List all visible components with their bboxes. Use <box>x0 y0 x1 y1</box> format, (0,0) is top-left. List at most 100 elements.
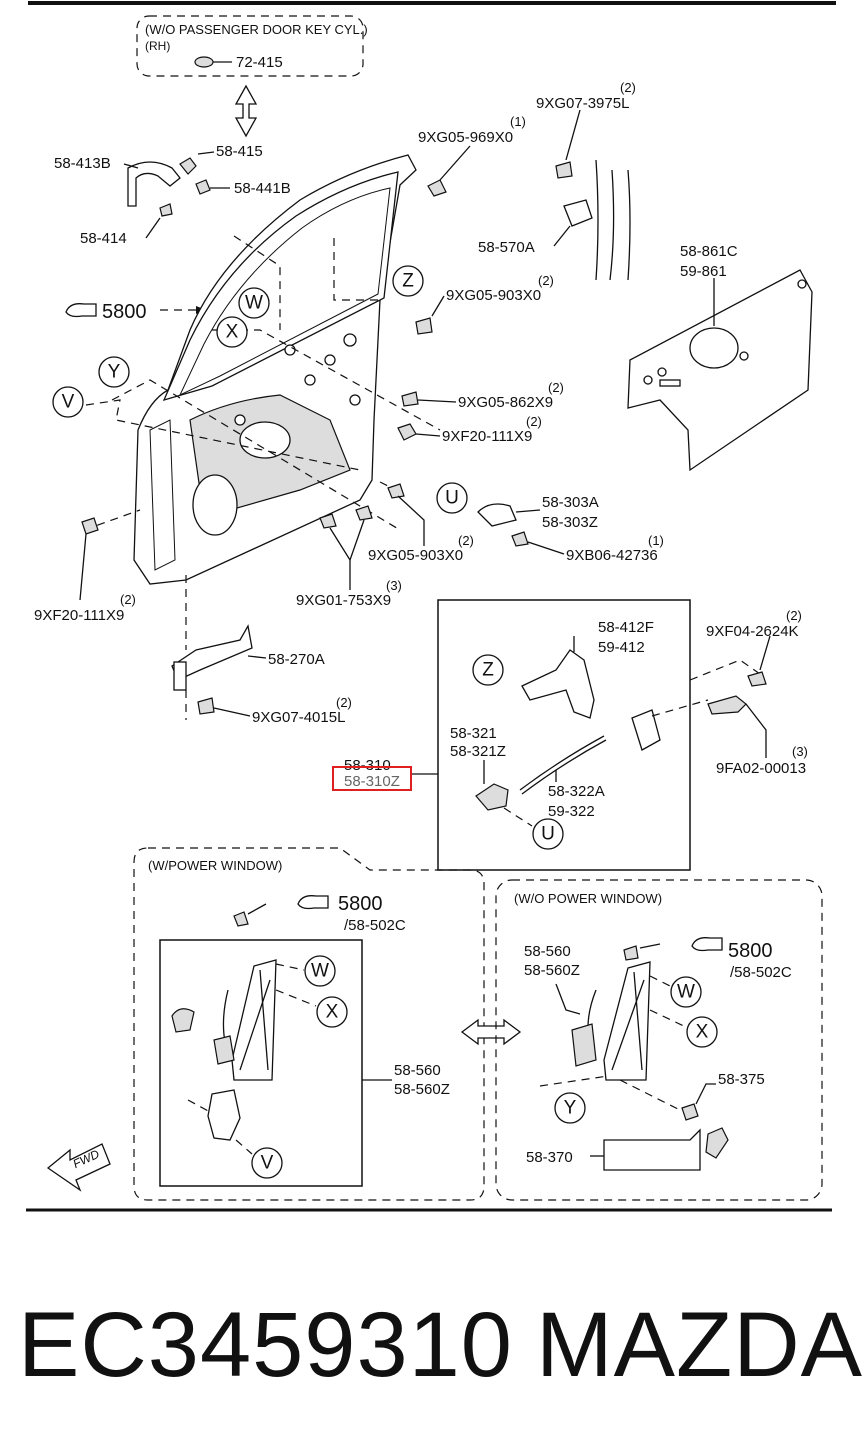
svg-text:Y: Y <box>108 362 121 383</box>
ring-X-npw: X <box>686 1016 718 1048</box>
no-power-window-title: (W/O POWER WINDOW) <box>514 891 662 906</box>
qty-862: (2) <box>548 380 564 395</box>
double-arrow-icon <box>234 84 258 138</box>
qty-3975: (2) <box>620 80 636 95</box>
fwd-arrow-icon: FWD <box>46 1143 111 1192</box>
handle-assembly <box>123 151 230 239</box>
bolt-icon <box>511 531 529 547</box>
label-npw-58-560Z: 58-560Z <box>524 962 580 979</box>
nut-icon <box>81 517 99 535</box>
bolt-icon <box>233 911 249 927</box>
bolt-icon <box>747 671 767 687</box>
svg-text:W: W <box>245 293 263 314</box>
label-9XG05-969X0: 9XG05-969X0 <box>418 129 513 146</box>
clip-icon <box>171 1008 195 1033</box>
qty-42736: (1) <box>648 533 664 548</box>
label-9XG05-903X0-a: 9XG05-903X0 <box>446 287 541 304</box>
label-58-310: 58-310 <box>344 757 391 774</box>
svg-text:Z: Z <box>482 660 494 681</box>
hand-pointer-icon <box>65 303 97 318</box>
hand-pointer-icon <box>297 895 329 910</box>
bolt-icon <box>555 161 573 179</box>
label-9XB06-42736: 9XB06-42736 <box>566 547 658 564</box>
svg-text:V: V <box>62 392 75 413</box>
label-58-310Z: 58-310Z <box>344 773 400 790</box>
qty-753: (3) <box>386 578 402 593</box>
label-5800-main: 5800 <box>102 301 147 323</box>
ring-V-door: V <box>52 386 84 418</box>
key-cyl-sub: (RH) <box>145 39 170 53</box>
label-58-570A: 58-570A <box>478 239 535 256</box>
qty-2624: (2) <box>786 608 802 623</box>
label-9XF20-111X9-a: 9XF20-111X9 <box>442 428 532 445</box>
label-9XF20-111X9-b: 9XF20-111X9 <box>34 607 124 624</box>
label-58-270A: 58-270A <box>268 651 325 668</box>
part-number: EC3459310 <box>18 1294 513 1396</box>
screw-icon <box>707 695 747 715</box>
label-58-413B: 58-413B <box>54 155 111 172</box>
lock-knob <box>475 783 509 811</box>
manual-regulator <box>603 961 651 1081</box>
footer: EC3459310 MAZDA <box>0 1290 864 1400</box>
door-check <box>171 624 253 691</box>
svg-text:V: V <box>261 1153 274 1174</box>
door-striker <box>563 159 631 281</box>
qty-00013: (3) <box>792 744 808 759</box>
svg-text:X: X <box>696 1022 709 1043</box>
svg-text:U: U <box>541 824 555 845</box>
door-lock <box>631 709 661 751</box>
bolt-icon <box>387 483 405 499</box>
power-window-title: (W/POWER WINDOW) <box>148 858 282 873</box>
label-npw-58-502C: /58-502C <box>730 964 792 981</box>
label-9XG05-903X0-b: 9XG05-903X0 <box>368 547 463 564</box>
qty-111b: (2) <box>120 592 136 607</box>
label-pw-58-502C: /58-502C <box>344 917 406 934</box>
label-pw-58-560: 58-560 <box>394 1062 441 1079</box>
lock-detail-box: Z 58-412F 59-412 58-321 58-321Z 58-322A … <box>437 599 691 871</box>
qty-4015: (2) <box>336 695 352 710</box>
label-pw-5800: 5800 <box>338 893 383 915</box>
no-power-window-box: (W/O POWER WINDOW) 58-560 58-560Z 5800 /… <box>495 879 823 1201</box>
label-npw-5800: 5800 <box>728 940 773 962</box>
clip-icon <box>427 179 447 197</box>
hand-pointer-icon <box>691 937 723 952</box>
svg-text:W: W <box>677 982 695 1003</box>
label-9XG05-862X9: 9XG05-862X9 <box>458 394 553 411</box>
svg-text:Z: Z <box>402 271 414 292</box>
ring-W-door: W <box>238 287 270 319</box>
svg-text:Y: Y <box>564 1098 577 1119</box>
brand-name: MAZDA <box>536 1294 863 1396</box>
qty-903b: (2) <box>458 533 474 548</box>
ring-U-door: U <box>436 482 468 514</box>
label-9XF04-2624K: 9XF04-2624K <box>706 623 799 640</box>
door-inner-panel <box>627 269 813 472</box>
svg-text:X: X <box>326 1002 339 1023</box>
window-motor <box>207 1089 241 1141</box>
label-59-861: 59-861 <box>680 263 727 280</box>
label-58-441B: 58-441B <box>234 180 291 197</box>
label-58-412F: 58-412F <box>598 619 654 636</box>
label-9XG07-4015L: 9XG07-4015L <box>252 709 345 726</box>
svg-text:U: U <box>445 488 459 509</box>
window-regulator <box>231 959 277 1081</box>
key-cyl-title: (W/O PASSENGER DOOR KEY CYL.) <box>145 22 368 37</box>
inside-handle <box>477 503 517 527</box>
bolt-icon <box>355 505 373 521</box>
qty-969: (1) <box>510 114 526 129</box>
ring-Z-door: Z <box>392 265 424 297</box>
key-cyl-box: (W/O PASSENGER DOOR KEY CYL.) (RH) 72-41… <box>136 15 368 77</box>
label-pw-58-560Z: 58-560Z <box>394 1081 450 1098</box>
label-72-415: 72-415 <box>236 54 283 71</box>
door-shell <box>133 154 417 585</box>
label-59-412: 59-412 <box>598 639 645 656</box>
clip-icon <box>681 1103 699 1121</box>
nut-icon <box>397 423 417 441</box>
label-58-321Z: 58-321Z <box>450 743 506 760</box>
qty-111a: (2) <box>526 414 542 429</box>
handle-knob <box>705 1127 729 1159</box>
label-9XG01-753X9: 9XG01-753X9 <box>296 592 391 609</box>
bolt-icon <box>623 945 639 961</box>
label-58-321: 58-321 <box>450 725 497 742</box>
window-handle <box>603 1128 701 1171</box>
